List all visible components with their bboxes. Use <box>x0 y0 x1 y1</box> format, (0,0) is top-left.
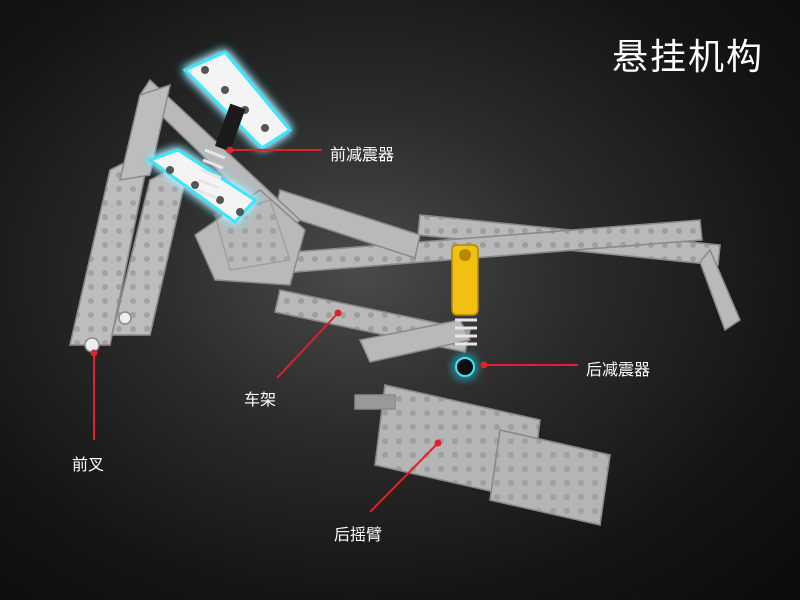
label-front-fork: 前叉 <box>72 455 105 474</box>
rear-shock-part <box>451 244 479 377</box>
label-rear-shock: 后减震器 <box>586 360 651 379</box>
label-rear-swingarm: 后摇臂 <box>334 525 383 544</box>
label-front-shock: 前减震器 <box>330 145 395 164</box>
label-frame: 车架 <box>244 390 277 409</box>
front-shock-part <box>146 50 293 225</box>
front-fork-part <box>69 83 192 353</box>
page-title: 悬挂机构 <box>611 37 764 78</box>
rear-swingarm-part <box>354 384 611 526</box>
callout-lines <box>90 146 578 513</box>
